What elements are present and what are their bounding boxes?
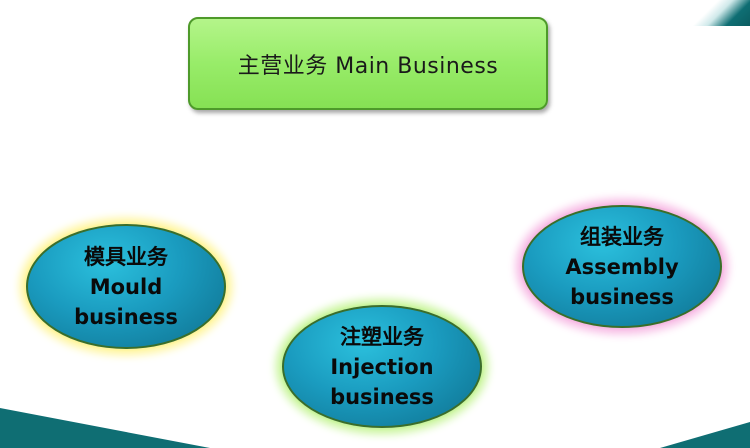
mould-business-node: 模具业务 Mould business bbox=[26, 224, 226, 349]
injection-business-en-label-2: business bbox=[330, 384, 434, 409]
corner-decoration-bottom-right bbox=[660, 422, 750, 448]
corner-decoration-top-right bbox=[680, 0, 750, 26]
main-business-title-box: 主营业务 Main Business bbox=[188, 17, 548, 110]
injection-business-zh-label: 注塑业务 bbox=[340, 324, 424, 349]
mould-business-en-label-2: business bbox=[74, 304, 178, 329]
mould-business-en-label: Mould bbox=[89, 274, 163, 299]
mould-business-zh-label: 模具业务 bbox=[84, 244, 168, 269]
main-business-title: 主营业务 Main Business bbox=[237, 53, 499, 79]
assembly-business-en-label: Assembly bbox=[565, 254, 679, 279]
assembly-business-node: 组装业务 Assembly business bbox=[522, 205, 722, 328]
assembly-business-zh-label: 组装业务 bbox=[580, 224, 664, 249]
injection-business-en-label: Injection bbox=[330, 354, 434, 379]
corner-decoration-bottom-left bbox=[0, 408, 210, 448]
injection-business-node: 注塑业务 Injection business bbox=[282, 305, 482, 428]
assembly-business-en-label-2: business bbox=[570, 284, 674, 309]
